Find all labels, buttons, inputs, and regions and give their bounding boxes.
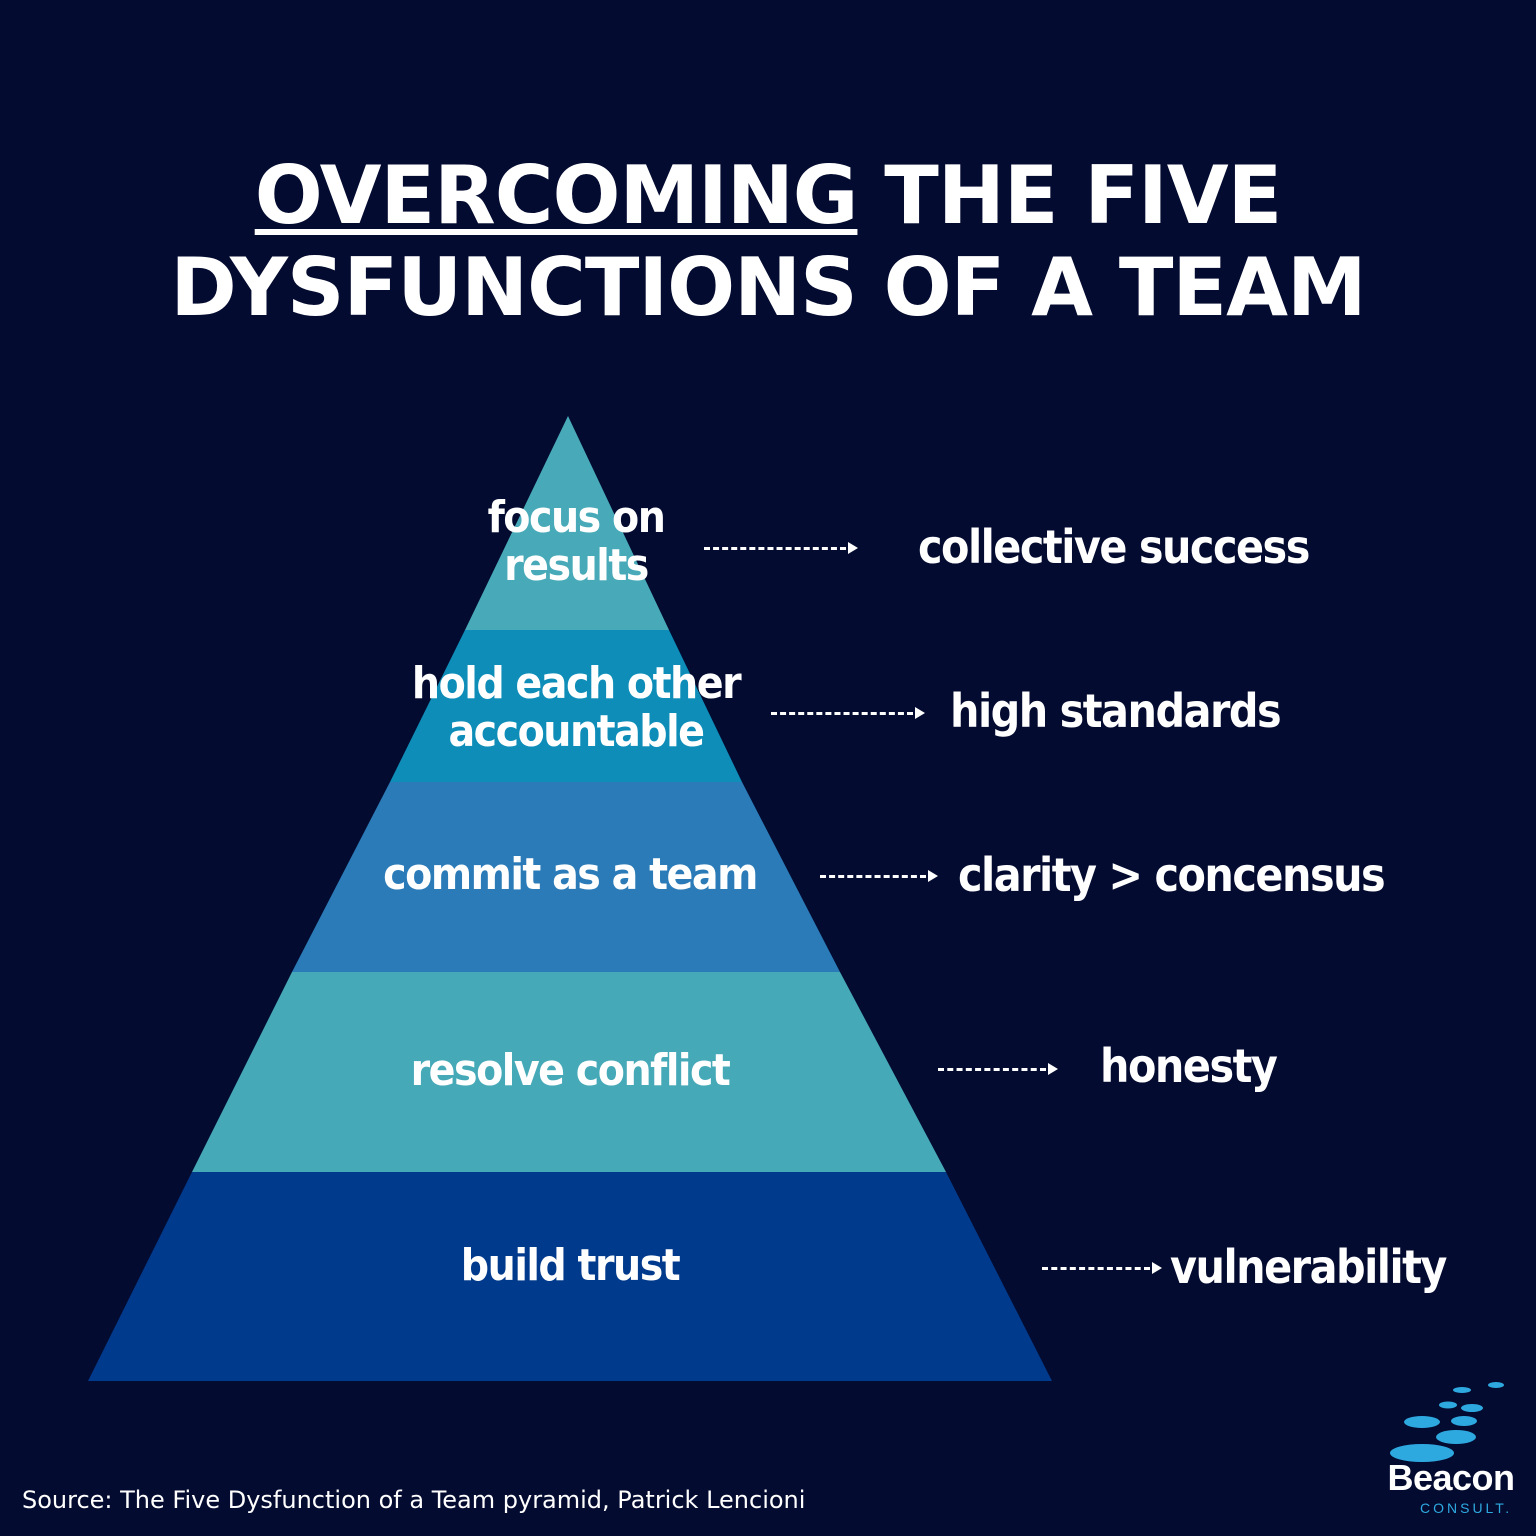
logo-subtitle: CONSULT. (1420, 1500, 1513, 1516)
tier-label-commit: commit as a team (320, 851, 820, 899)
page-title: OVERCOMING THE FIVE DYSFUNCTIONS OF A TE… (0, 150, 1536, 334)
logo-wordmark: Beacon (1387, 1457, 1515, 1498)
pyramid-tier-build-trust (88, 1172, 1052, 1381)
tier-label-build-trust: build trust (320, 1242, 820, 1290)
tier-label-line: resolve conflict (410, 1045, 731, 1096)
pyramid-tier-commit (292, 782, 840, 972)
tier-label-line: focus on (487, 492, 666, 543)
outcome-collective-success: collective success (918, 520, 1310, 574)
arrow-icon (938, 1062, 1058, 1076)
tier-label-line: accountable (448, 706, 705, 757)
outcome-vulnerability: vulnerability (1170, 1240, 1447, 1294)
source-citation: Source: The Five Dysfunction of a Team p… (22, 1486, 806, 1514)
arrow-icon (771, 706, 925, 720)
tier-label-focus-on-results: focus on results (426, 494, 726, 590)
pyramid-tier-focus-on-results (465, 416, 669, 630)
beacon-logo: Beacon CONSULT. (1376, 1376, 1526, 1526)
title-line-1: OVERCOMING THE FIVE (0, 150, 1536, 242)
tier-label-line: hold each other (411, 658, 742, 709)
tier-label-line: results (504, 540, 649, 591)
tier-label-line: build trust (460, 1240, 681, 1291)
outcome-honesty: honesty (1100, 1039, 1278, 1093)
title-line-2: DYSFUNCTIONS OF A TEAM (170, 241, 1366, 334)
title-line-1-rest: THE FIVE (857, 149, 1282, 242)
tier-label-line: commit as a team (383, 849, 758, 900)
title-underlined-word: OVERCOMING (254, 149, 859, 242)
tier-label-accountable: hold each other accountable (376, 660, 776, 756)
tier-label-resolve-conflict: resolve conflict (320, 1047, 820, 1095)
arrow-icon (1042, 1261, 1162, 1275)
arrow-icon (820, 869, 938, 883)
pyramid-tier-accountable (390, 630, 742, 782)
outcome-clarity: clarity > concensus (958, 848, 1386, 902)
logo-dots-icon (1390, 1382, 1504, 1462)
arrow-icon (704, 541, 858, 555)
pyramid-tier-resolve-conflict (192, 972, 946, 1172)
outcome-high-standards: high standards (950, 684, 1282, 738)
